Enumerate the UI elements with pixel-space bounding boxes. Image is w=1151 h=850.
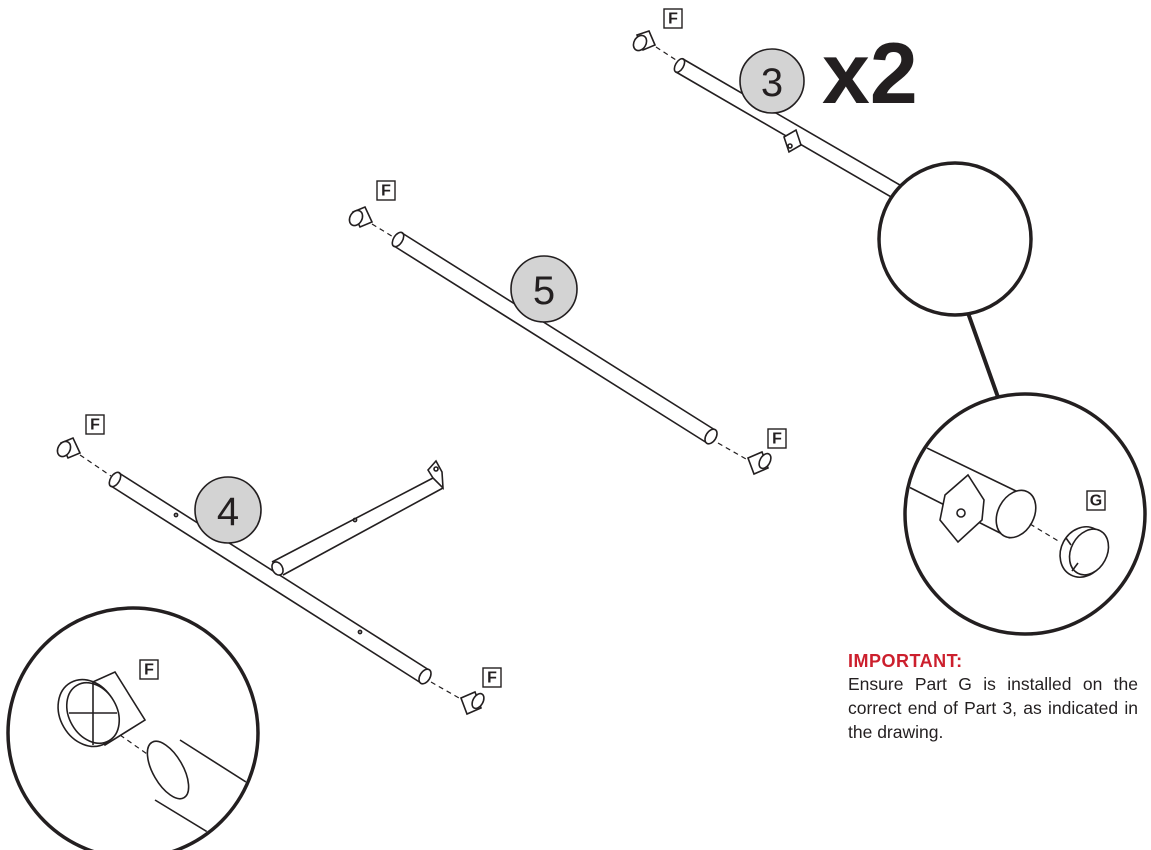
svg-text:F: F <box>772 431 782 448</box>
svg-text:F: F <box>381 183 391 200</box>
important-text: Ensure Part G is installed on the correc… <box>848 674 1138 742</box>
magnifier-connector <box>966 312 1001 401</box>
label-f-part-3: F <box>663 8 683 29</box>
part-3-number: 3 <box>761 61 783 105</box>
important-note: IMPORTANT: Ensure Part G is installed on… <box>848 651 1138 744</box>
label-f-part-5-left: F <box>376 180 396 201</box>
label-f-part-5-right: F <box>767 428 787 449</box>
end-cap-f-part-4-right <box>430 681 485 716</box>
label-f-part-4-left: F <box>85 414 105 435</box>
label-f-detail: F <box>144 662 154 679</box>
svg-text:F: F <box>668 11 678 28</box>
important-title: IMPORTANT: <box>848 651 963 671</box>
tube-part-5 <box>391 231 718 445</box>
label-f-part-4-right: F <box>482 667 502 688</box>
end-cap-f-part-5-right <box>717 442 772 476</box>
part-5-number: 5 <box>533 269 555 313</box>
end-cap-f-part-3 <box>632 30 677 61</box>
magnifier-detail-small <box>877 161 1033 317</box>
end-cap-f-part-4-left <box>56 436 112 477</box>
magnifier-detail-f: F <box>6 606 260 850</box>
svg-text:F: F <box>487 670 497 687</box>
part-4-number: 4 <box>217 490 239 534</box>
svg-text:F: F <box>90 417 100 434</box>
part-3-badge: 3 <box>739 48 805 114</box>
part-5-badge: 5 <box>510 255 578 323</box>
part-3-quantity: x2 <box>822 26 918 122</box>
end-cap-f-part-5-left <box>348 205 396 239</box>
part-4-badge: 4 <box>194 476 262 544</box>
label-g-detail: G <box>1090 493 1102 510</box>
magnifier-detail-g: G <box>903 392 1147 636</box>
tube-part-4 <box>108 459 444 685</box>
